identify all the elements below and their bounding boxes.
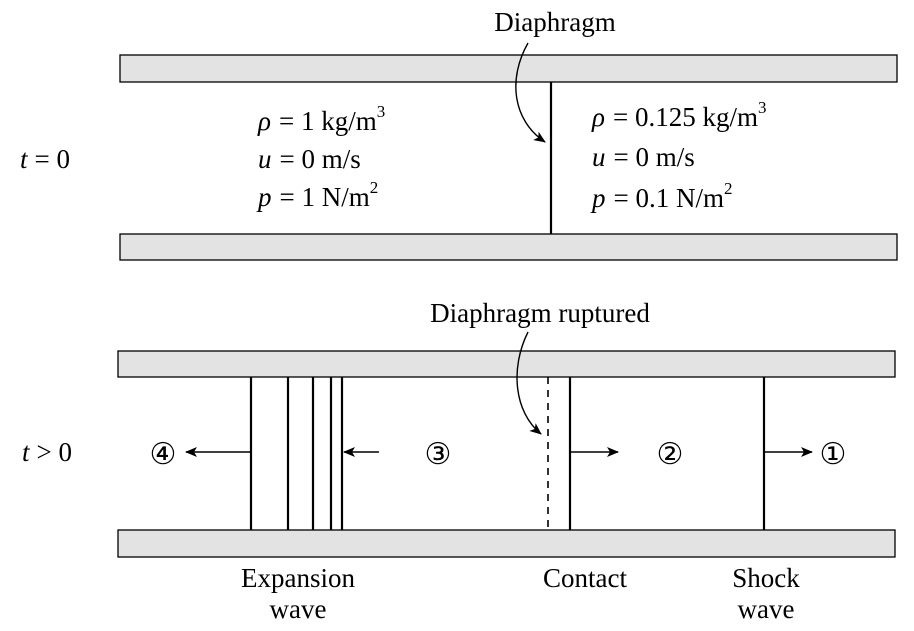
diaphragm-label: Diaphragm: [494, 7, 615, 37]
expansion-wave-fan: [249, 377, 344, 530]
bottom-panel: Diaphragm ruptured t> 0 ④ ③ ② ① Expan: [22, 298, 896, 624]
time-label-t0: t= 0: [20, 144, 70, 174]
left-density: ρ= 1 kg/m3: [257, 102, 385, 136]
top-tube-upper-wall: [119, 54, 898, 83]
right-density: ρ= 0.125 kg/m3: [591, 98, 766, 132]
right-pressure: p= 0.1 N/m2: [590, 179, 732, 213]
contact-label: Contact: [543, 563, 627, 593]
shock-wave-label-line2: wave: [738, 594, 795, 624]
diaphragm-ruptured-label: Diaphragm ruptured: [430, 298, 650, 328]
region-1-label: ①: [820, 438, 847, 471]
region-3-label: ③: [425, 438, 452, 471]
region-2-label: ②: [657, 438, 684, 471]
expansion-wave-label-line2: wave: [270, 594, 327, 624]
shock-wave-label-line1: Shock: [732, 563, 800, 593]
top-tube-lower-wall: [119, 233, 898, 261]
expansion-wave-label-line1: Expansion: [241, 563, 355, 593]
top-panel: Diaphragm t= 0 ρ= 1 kg/m3 u= 0 m/s p= 1 …: [20, 7, 898, 261]
time-label-t-positive: t> 0: [22, 437, 72, 467]
bottom-tube-upper-wall: [117, 350, 896, 378]
region-4-label: ④: [150, 438, 177, 471]
right-velocity: u= 0 m/s: [592, 142, 695, 172]
ruptured-pointer-arrow: [516, 331, 542, 435]
right-initial-state: ρ= 0.125 kg/m3 u= 0 m/s p= 0.1 N/m2: [590, 98, 766, 213]
bottom-tube-lower-wall: [117, 529, 896, 558]
left-velocity: u= 0 m/s: [258, 144, 361, 174]
left-pressure: p= 1 N/m2: [256, 178, 378, 212]
left-initial-state: ρ= 1 kg/m3 u= 0 m/s p= 1 N/m2: [256, 102, 385, 212]
diaphragm-pointer-arrow: [515, 42, 546, 143]
